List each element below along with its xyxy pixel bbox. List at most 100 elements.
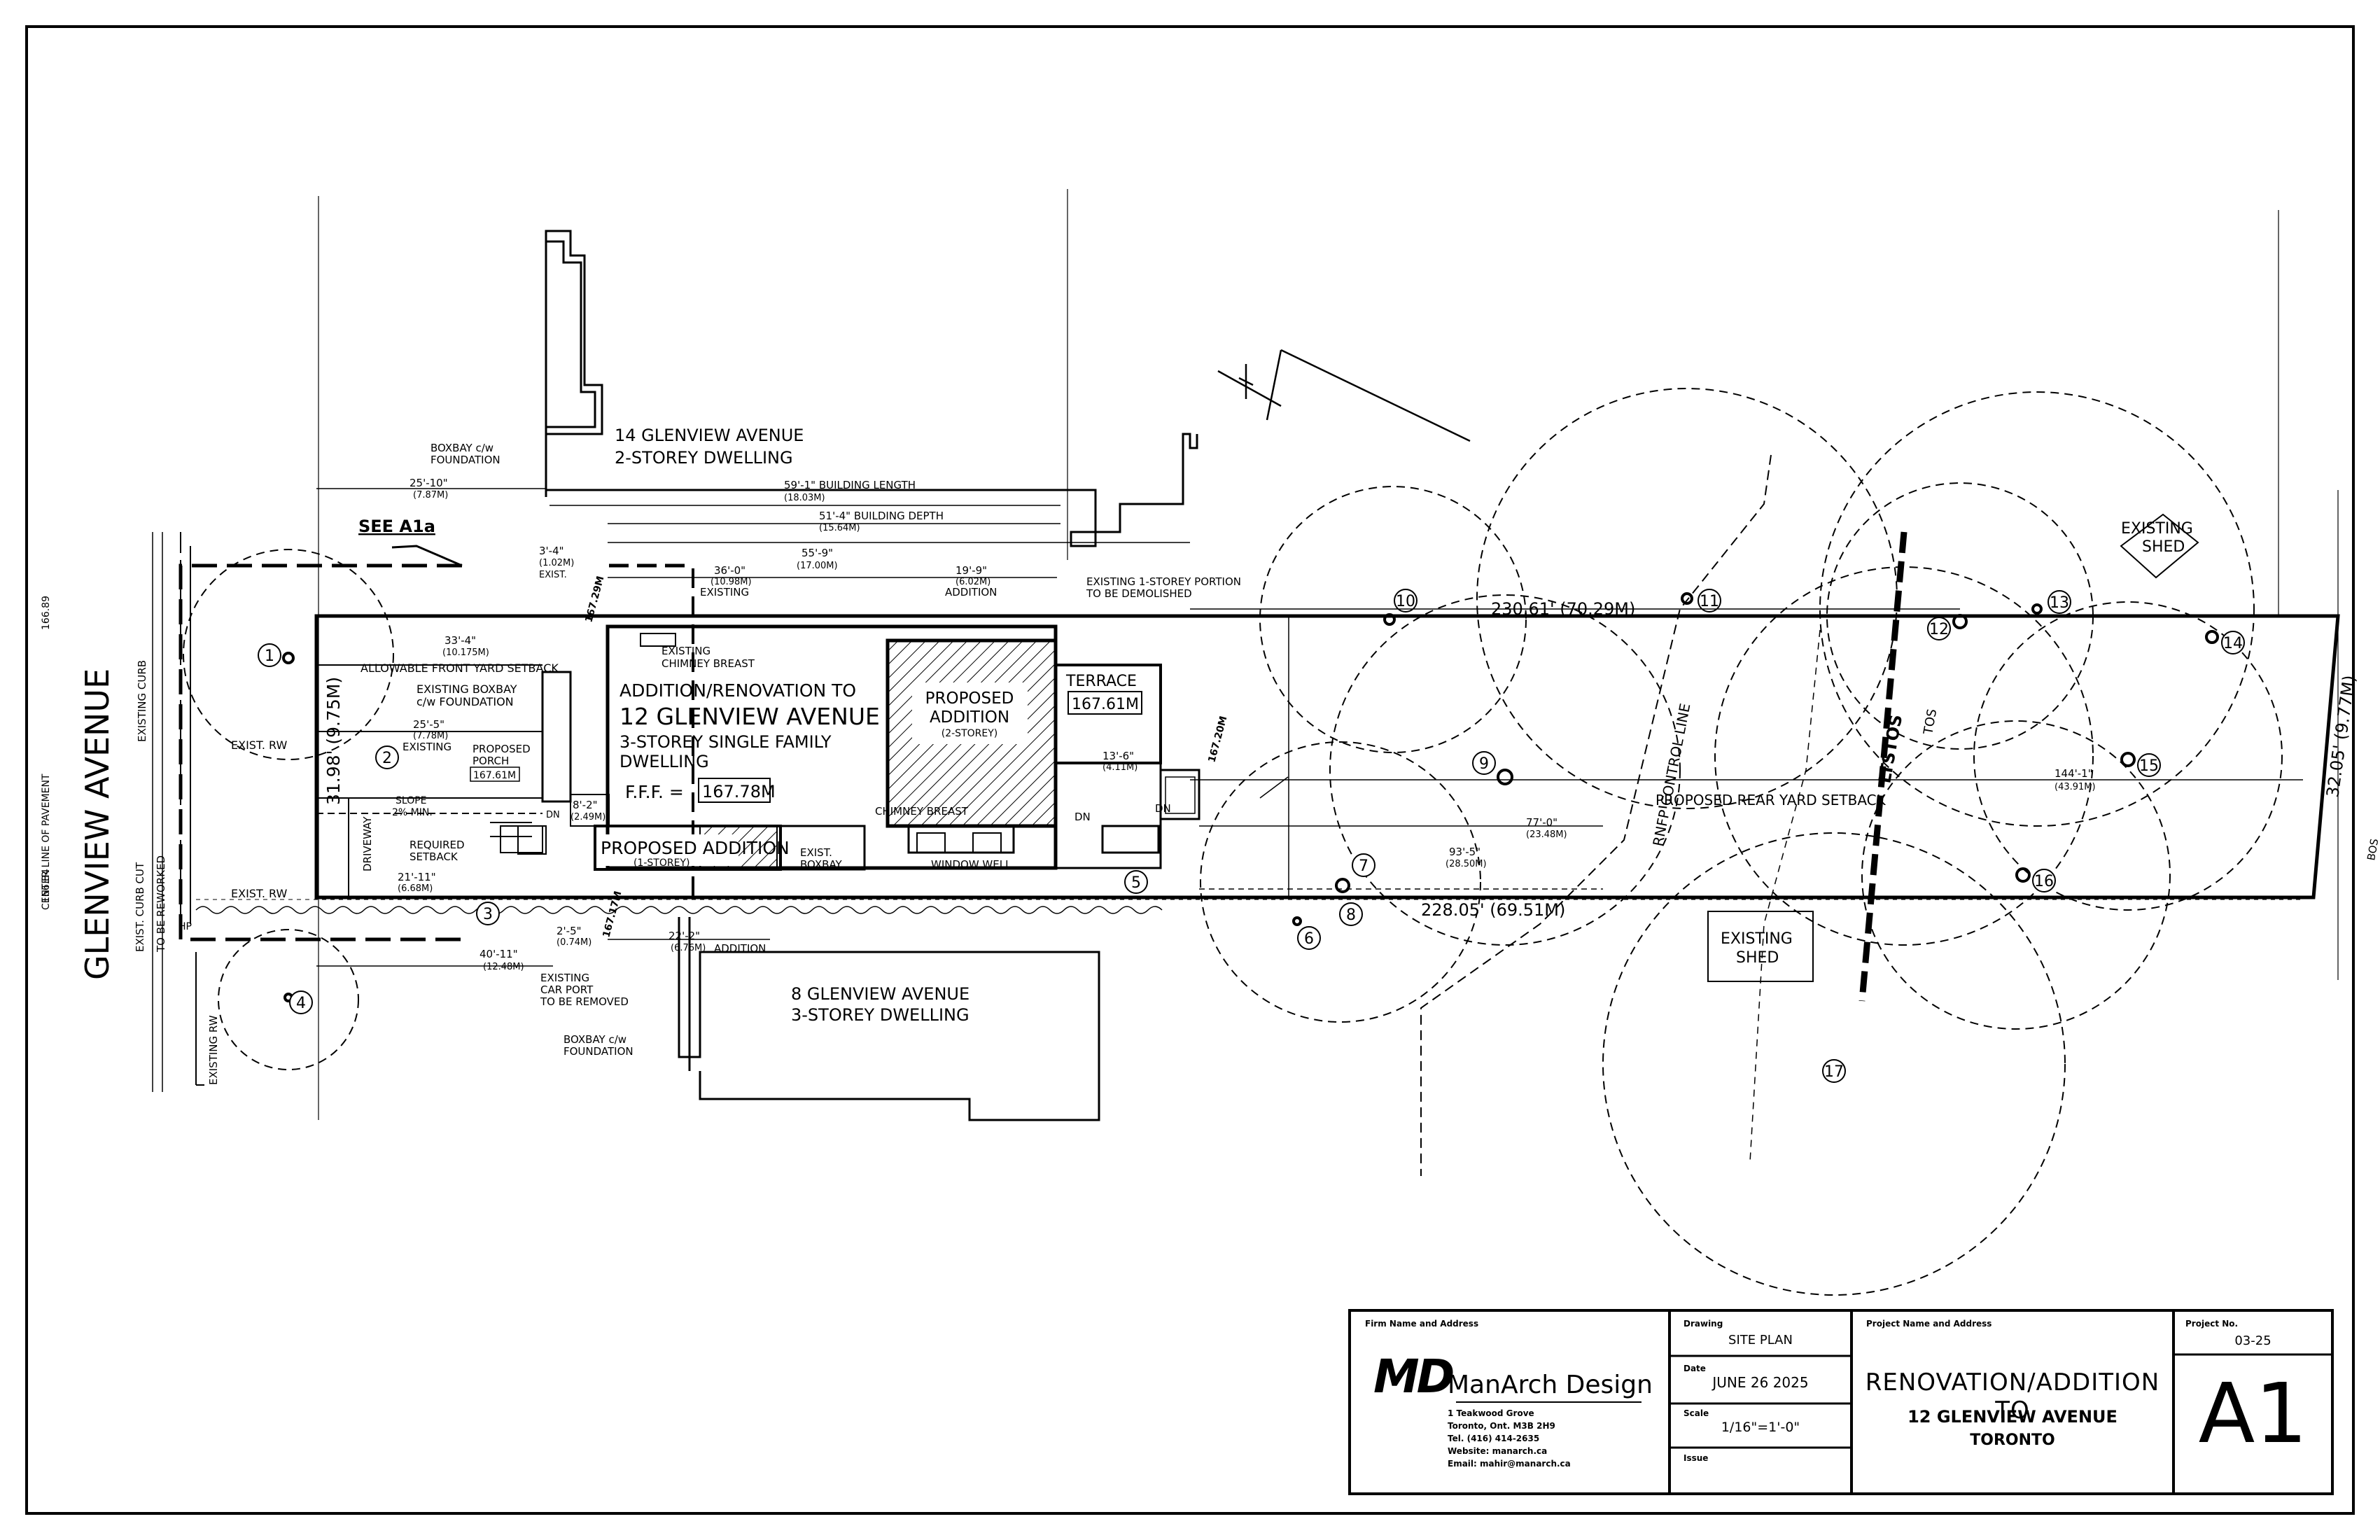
- title-block-frame: [1348, 1309, 2334, 1495]
- neighbor-14-outline: [545, 230, 603, 497]
- svg-text:(15.64M): (15.64M): [819, 523, 860, 533]
- svg-text:167.20M: 167.20M: [1206, 715, 1229, 764]
- tree-label-4: 4: [296, 995, 306, 1012]
- svg-text:CHIMNEY BREAST: CHIMNEY BREAST: [875, 805, 969, 818]
- svg-text:(10.98M): (10.98M): [710, 577, 752, 587]
- svg-text:EXISTING 1-STOREY PORTION: EXISTING 1-STOREY PORTION: [1086, 575, 1241, 588]
- dimension-lines: [316, 488, 2303, 967]
- svg-text:TOS: TOS: [1921, 708, 1940, 736]
- svg-text:c/w FOUNDATION: c/w FOUNDATION: [416, 695, 514, 708]
- tree-label-3: 3: [483, 906, 493, 923]
- sheet-number: A1: [2198, 1365, 2308, 1462]
- tree-label-10: 10: [1396, 593, 1415, 610]
- terrace-label: TERRACE: [1065, 673, 1137, 690]
- date-value: JUNE 26 2025: [1712, 1374, 1809, 1391]
- svg-text:BOXBAY c/w: BOXBAY c/w: [564, 1033, 626, 1046]
- svg-text:(23.48M): (23.48M): [1526, 830, 1567, 840]
- tree-label-9: 9: [1479, 755, 1489, 773]
- svg-text:FOUNDATION: FOUNDATION: [430, 454, 500, 466]
- svg-text:33'-4": 33'-4": [444, 634, 476, 647]
- svg-text:(43.91M): (43.91M): [2054, 782, 2096, 792]
- tree-label-1: 1: [265, 648, 274, 665]
- svg-text:167.61M: 167.61M: [1072, 696, 1139, 713]
- svg-text:25'-5": 25'-5": [413, 718, 444, 731]
- svg-text:TO BE REMOVED: TO BE REMOVED: [540, 995, 629, 1008]
- svg-text:FOUNDATION: FOUNDATION: [564, 1045, 634, 1058]
- svg-text:BOS: BOS: [2365, 838, 2380, 862]
- main-building-title: ADDITION/RENOVATION TO: [620, 680, 856, 701]
- main-building: [500, 624, 1200, 871]
- svg-text:77'-0": 77'-0": [1526, 816, 1558, 829]
- svg-text:EXISTING RW: EXISTING RW: [207, 1015, 220, 1085]
- svg-text:(4.11M): (4.11M): [1102, 762, 1138, 773]
- hedge-line: [195, 906, 1163, 914]
- svg-text:TO BE REWORKED: TO BE REWORKED: [155, 855, 167, 953]
- svg-text:ALLOWABLE FRONT YARD SETBACK: ALLOWABLE FRONT YARD SETBACK: [360, 662, 559, 675]
- tree-label-5: 5: [1131, 874, 1141, 892]
- setback-dashed-box: [178, 564, 469, 941]
- firm-website[interactable]: Website: manarch.ca: [1448, 1446, 1548, 1456]
- firm-name: ManArch Design: [1448, 1371, 1653, 1399]
- svg-text:19'-9": 19'-9": [955, 564, 987, 577]
- svg-text:(2-STOREY): (2-STOREY): [941, 728, 997, 739]
- svg-text:25'-10": 25'-10": [410, 477, 448, 489]
- svg-text:93'-5": 93'-5": [1449, 846, 1480, 858]
- tree-label-6: 6: [1304, 930, 1314, 948]
- svg-text:SHED: SHED: [1736, 949, 1779, 967]
- svg-text:EXIST. RW: EXIST. RW: [231, 738, 287, 752]
- project-city: TORONTO: [1970, 1432, 2055, 1449]
- svg-text:DN: DN: [1074, 811, 1091, 823]
- ltstos-line: [1858, 531, 1907, 1002]
- fff-value: 167.78M: [702, 782, 776, 802]
- svg-text:55'-9": 55'-9": [802, 547, 833, 559]
- tree-label-12: 12: [1929, 621, 1949, 638]
- svg-text:(7.78M): (7.78M): [413, 731, 448, 741]
- shed-north: [2120, 513, 2199, 579]
- svg-text:BOXBAY c/w: BOXBAY c/w: [430, 442, 493, 454]
- firm-logo: MD: [1373, 1350, 1455, 1404]
- tree-label-8: 8: [1346, 906, 1356, 924]
- svg-text:(7.87M): (7.87M): [413, 490, 448, 500]
- svg-text:144'-1": 144'-1": [2054, 767, 2093, 780]
- svg-text:(10.175M): (10.175M): [442, 648, 489, 658]
- svg-text:(6.68M): (6.68M): [398, 883, 433, 894]
- svg-text:WINDOW WELL: WINDOW WELL: [931, 858, 1011, 871]
- svg-text:21'-11": 21'-11": [398, 871, 436, 883]
- svg-text:2% MIN.: 2% MIN.: [392, 807, 433, 818]
- shed-south-label: EXISTING: [1721, 930, 1793, 948]
- svg-text:HP: HP: [178, 921, 192, 932]
- svg-text:166.89: 166.89: [41, 596, 52, 630]
- svg-text:8'-2": 8'-2": [573, 799, 598, 811]
- tree-label-13: 13: [2050, 594, 2069, 612]
- tree-canopies: [183, 388, 2283, 1296]
- firm-email[interactable]: Email: mahir@manarch.ca: [1448, 1459, 1571, 1469]
- svg-text:(6.76M): (6.76M): [671, 943, 706, 953]
- svg-text:(1.02M): (1.02M): [539, 558, 574, 568]
- shed-south: [1707, 911, 1814, 982]
- svg-text:166.84: 166.84: [41, 869, 52, 903]
- svg-text:3-STOREY DWELLING: 3-STOREY DWELLING: [791, 1005, 969, 1025]
- project-address: 12 GLENVIEW AVENUE: [1907, 1407, 2118, 1427]
- svg-text:DN: DN: [1155, 802, 1171, 815]
- project-number: 03-25: [2234, 1334, 2272, 1348]
- svg-text:ADDITION: ADDITION: [714, 942, 766, 955]
- scale-value: 1/16"=1'-0": [1721, 1420, 1800, 1435]
- tree-label-16: 16: [2034, 873, 2054, 890]
- svg-text:167.61M: 167.61M: [473, 770, 516, 781]
- tree-trunks: [282, 592, 2219, 1002]
- tree-label-15: 15: [2139, 757, 2159, 775]
- tree-label-11: 11: [1700, 593, 1719, 610]
- svg-text:EXISTING: EXISTING: [540, 972, 589, 984]
- svg-text:PROPOSED: PROPOSED: [472, 743, 531, 755]
- svg-text:BOXBAY: BOXBAY: [800, 858, 843, 871]
- proposed-addition-label: PROPOSED: [925, 690, 1014, 708]
- svg-text:EXIST.: EXIST.: [800, 846, 832, 859]
- svg-text:2'-5": 2'-5": [556, 925, 582, 937]
- svg-text:SHED: SHED: [2142, 538, 2185, 556]
- svg-text:EXISTING CURB: EXISTING CURB: [136, 660, 148, 742]
- svg-text:51'-4" BUILDING DEPTH: 51'-4" BUILDING DEPTH: [819, 510, 944, 522]
- tree-label-14: 14: [2223, 635, 2243, 652]
- svg-text:3'-4": 3'-4": [539, 545, 564, 557]
- svg-text:13'-6": 13'-6": [1102, 750, 1134, 762]
